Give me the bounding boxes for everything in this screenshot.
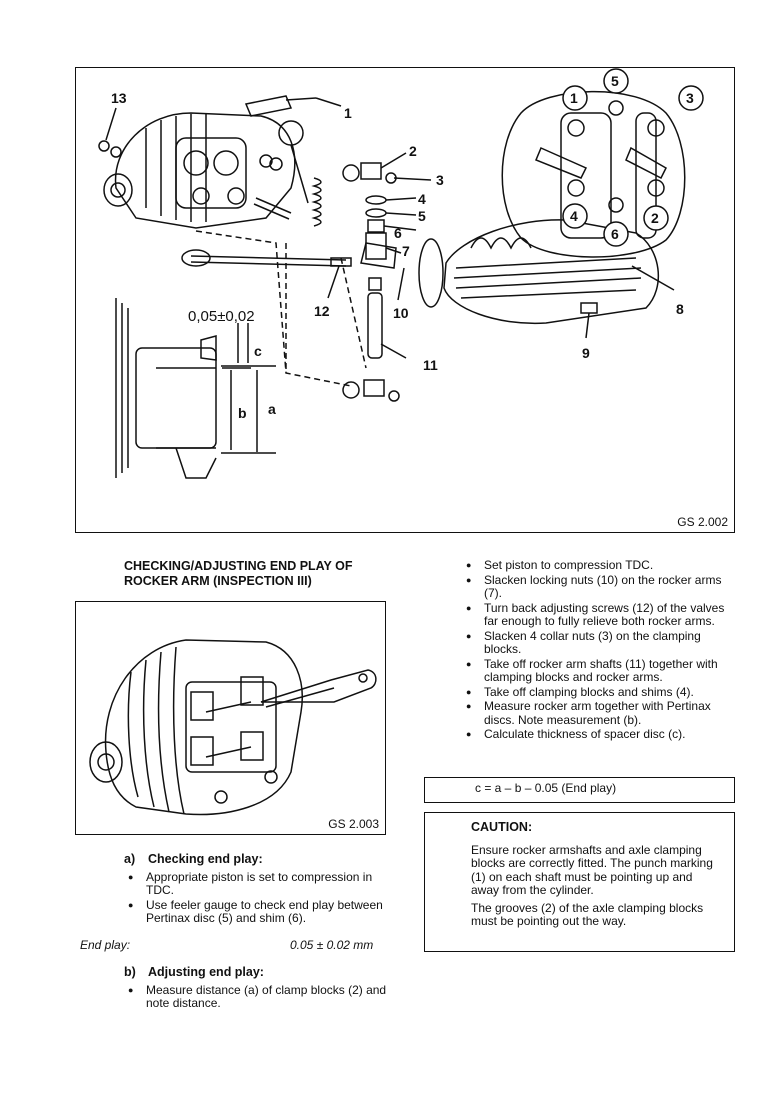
feeler-gauge	[260, 669, 377, 703]
callout-12: 12	[314, 303, 330, 319]
caution-box: CAUTION: Ensure rocker armshafts and axl…	[424, 812, 735, 952]
rocker-arm-shaft	[367, 292, 383, 359]
caution-paragraph: The grooves (2) of the axle clamping blo…	[471, 900, 704, 928]
list-item: Take off clamping blocks and shims (4).	[462, 685, 734, 700]
clamp-number-1: 1	[570, 90, 578, 106]
list-item: Use feeler gauge to check end play betwe…	[124, 898, 389, 926]
callout-7: 7	[402, 243, 410, 259]
caution-title: CAUTION:	[471, 820, 533, 834]
dimension-label-a: a	[268, 401, 276, 417]
list-item: Measure distance (a) of clamp blocks (2)…	[124, 983, 389, 1011]
feeler-gauge-drawing	[89, 639, 377, 816]
exploded-view-drawing: 1 2 3 4 5 6 7 8 9 10 11 12 13 0,05±0,02 …	[98, 68, 704, 479]
callout-4: 4	[418, 191, 426, 207]
clamp-number-5: 5	[611, 73, 619, 89]
list-item: Set piston to compression TDC.	[462, 558, 734, 573]
callout-13: 13	[111, 90, 127, 106]
callout-2: 2	[409, 143, 417, 159]
list-item: Measure rocker arm together with Pertina…	[462, 699, 734, 727]
top-view-head	[501, 90, 686, 258]
cylinder-head	[114, 112, 296, 229]
list-item: Calculate thickness of spacer disc (c).	[462, 727, 734, 742]
callout-3: 3	[436, 172, 444, 188]
callout-8: 8	[676, 301, 684, 317]
caution-paragraph: Ensure rocker armshafts and axle clampin…	[471, 842, 713, 897]
list-item: Take off rocker arm shafts (11) together…	[462, 657, 734, 685]
list-item: Slacken 4 collar nuts (3) on the clampin…	[462, 629, 734, 657]
spark-plug	[244, 95, 293, 117]
clamp-number-2: 2	[651, 210, 659, 226]
clamp-number-6: 6	[611, 226, 619, 242]
callout-9: 9	[582, 345, 590, 361]
clamp-number-3: 3	[686, 90, 694, 106]
dimension-tolerance: 0,05±0,02	[188, 308, 255, 325]
list-item: Turn back adjusting screws (12) of the v…	[462, 601, 734, 629]
clamp-number-circles	[562, 68, 704, 247]
callout-5: 5	[418, 208, 426, 224]
section-drawing	[115, 298, 129, 478]
end-play-label: End play:	[80, 938, 131, 952]
figure-reference-2: GS 2.003	[328, 817, 379, 831]
end-play-formula: c = a – b – 0.05 (End play)	[424, 777, 735, 803]
section-a-title: Checking end play:	[148, 852, 263, 866]
dimension-label-c: c	[254, 343, 262, 359]
list-item: Appropriate piston is set to compression…	[124, 870, 389, 898]
callout-1: 1	[344, 105, 352, 121]
section-a-key: a)	[124, 852, 136, 866]
callout-6: 6	[394, 225, 402, 241]
section-b-key: b)	[124, 965, 136, 979]
feeler-gauge-figure: GS 2.003	[75, 601, 386, 835]
section-heading: CHECKING/ADJUSTING END PLAY OF ROCKER AR…	[124, 559, 353, 588]
callout-11: 11	[423, 357, 438, 373]
clamp-number-4: 4	[570, 208, 578, 224]
figure-reference: GS 2.002	[677, 515, 728, 529]
valve-cover	[443, 219, 660, 325]
list-item: Slacken locking nuts (10) on the rocker …	[462, 573, 734, 601]
exploded-view-figure: 1 2 3 4 5 6 7 8 9 10 11 12 13 0,05±0,02 …	[75, 67, 735, 533]
checking-section: a) Checking end play: Appropriate piston …	[124, 852, 389, 927]
procedure-steps: Set piston to compression TDC. Slacken l…	[462, 558, 734, 743]
dimension-label-b: b	[238, 405, 247, 421]
callout-10: 10	[393, 305, 409, 321]
callout-labels: 1 2 3 4 5 6 7 8 9 10 11 12 13 0,05±0,02 …	[111, 90, 684, 421]
adjusting-section: b) Adjusting end play: Measure distance (…	[124, 965, 389, 1012]
section-b-title: Adjusting end play:	[148, 965, 264, 979]
end-play-value: 0.05 ± 0.02 mm	[290, 938, 374, 952]
